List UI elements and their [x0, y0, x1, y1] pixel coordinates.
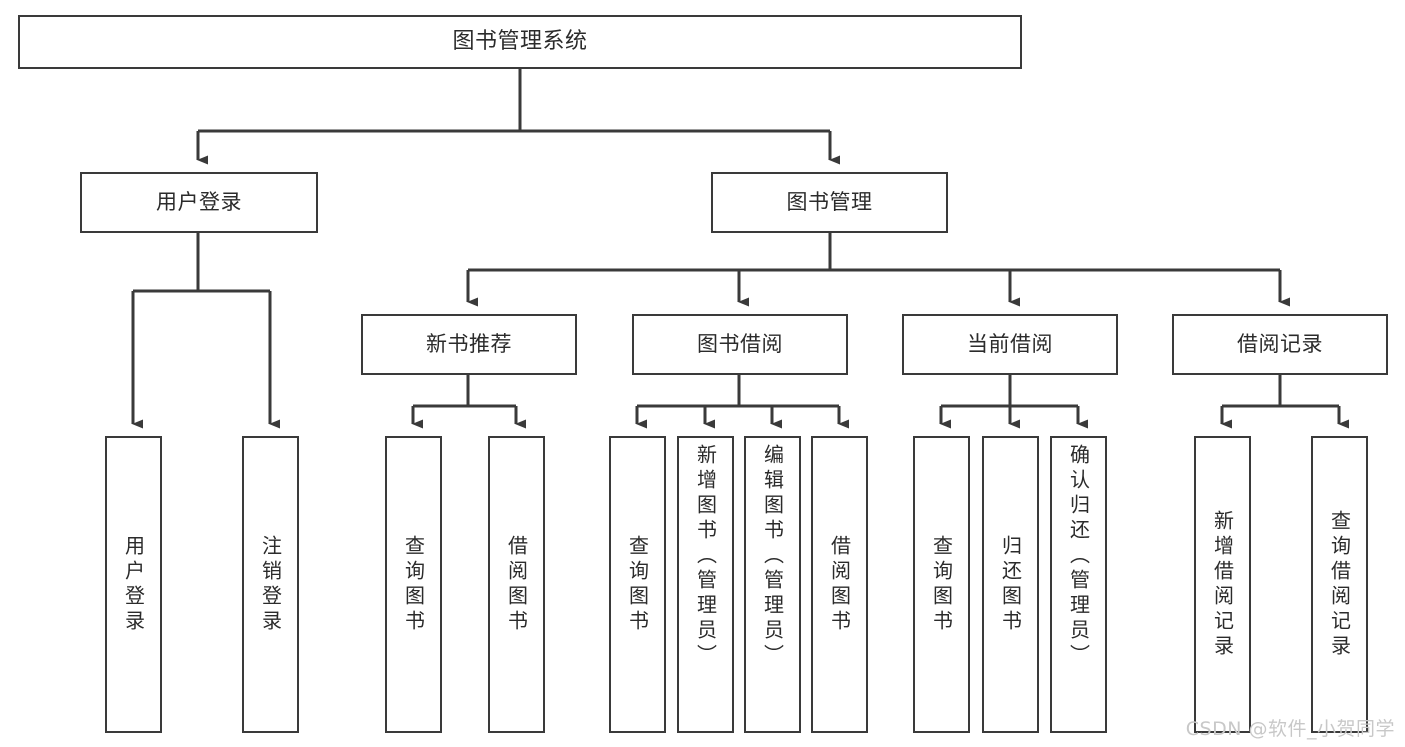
node-current-borrow-label: 当前借阅 [967, 331, 1053, 356]
leaf-add-book-admin-label: 新增图书（管理员） [693, 444, 718, 669]
leaf-logout-label: 注销登录 [258, 534, 283, 635]
node-user-login[interactable]: 用户登录 [80, 172, 318, 233]
leaf-query-borrow-record[interactable]: 查询借阅记录 [1311, 436, 1368, 733]
leaf-query-book-bb-label: 查询图书 [625, 534, 650, 635]
leaf-return-book[interactable]: 归还图书 [982, 436, 1039, 733]
leaf-query-book-nb[interactable]: 查询图书 [385, 436, 442, 733]
leaf-add-borrow-record-label: 新增借阅记录 [1210, 509, 1235, 660]
leaf-confirm-return-admin[interactable]: 确认归还（管理员） [1050, 436, 1107, 733]
leaf-borrow-book-nb-label: 借阅图书 [504, 534, 529, 635]
leaf-borrow-book-bb-label: 借阅图书 [827, 534, 852, 635]
node-current-borrow[interactable]: 当前借阅 [902, 314, 1118, 375]
leaf-borrow-book-bb[interactable]: 借阅图书 [811, 436, 868, 733]
node-new-book-recommend-label: 新书推荐 [426, 331, 512, 356]
leaf-borrow-book-nb[interactable]: 借阅图书 [488, 436, 545, 733]
leaf-query-book-cb-label: 查询图书 [929, 534, 954, 635]
leaf-edit-book-admin-label: 编辑图书（管理员） [760, 444, 785, 669]
node-new-book-recommend[interactable]: 新书推荐 [361, 314, 577, 375]
leaf-logout[interactable]: 注销登录 [242, 436, 299, 733]
node-root-label: 图书管理系统 [452, 28, 588, 54]
leaf-query-book-nb-label: 查询图书 [401, 534, 426, 635]
leaf-edit-book-admin[interactable]: 编辑图书（管理员） [744, 436, 801, 733]
node-book-management-label: 图书管理 [786, 189, 873, 214]
leaf-add-book-admin[interactable]: 新增图书（管理员） [677, 436, 734, 733]
node-root-system[interactable]: 图书管理系统 [18, 15, 1022, 69]
node-borrow-records-label: 借阅记录 [1237, 331, 1323, 356]
leaf-return-book-label: 归还图书 [998, 534, 1023, 635]
node-user-login-label: 用户登录 [156, 189, 242, 214]
node-book-borrow-label: 图书借阅 [697, 331, 783, 356]
leaf-user-login[interactable]: 用户登录 [105, 436, 162, 733]
leaf-query-book-bb[interactable]: 查询图书 [609, 436, 666, 733]
node-book-borrow[interactable]: 图书借阅 [632, 314, 848, 375]
node-book-management[interactable]: 图书管理 [711, 172, 948, 233]
leaf-query-borrow-record-label: 查询借阅记录 [1327, 509, 1352, 660]
leaf-confirm-return-admin-label: 确认归还（管理员） [1066, 444, 1091, 669]
leaf-user-login-label: 用户登录 [121, 534, 146, 635]
leaf-add-borrow-record[interactable]: 新增借阅记录 [1194, 436, 1251, 733]
node-borrow-records[interactable]: 借阅记录 [1172, 314, 1388, 375]
leaf-query-book-cb[interactable]: 查询图书 [913, 436, 970, 733]
